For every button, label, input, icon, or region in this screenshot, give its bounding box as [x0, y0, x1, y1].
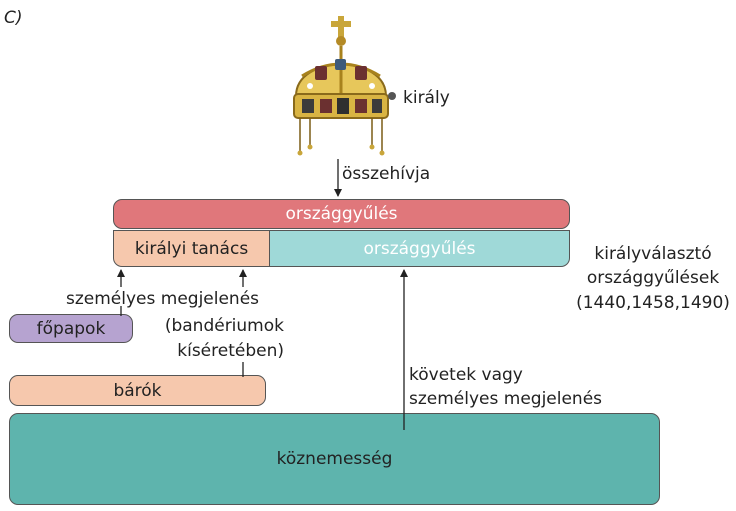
- prelates-label: főpapok: [36, 318, 106, 339]
- king-label: király: [403, 88, 450, 108]
- parliament-header-box: országgyűlés: [113, 199, 570, 229]
- electoral-parliaments-line2: országgyűlések: [586, 268, 720, 288]
- lesser-nobility-label: köznemesség: [276, 449, 393, 469]
- envoys-line1: követek vagy: [409, 365, 523, 385]
- prelates-box: főpapok: [9, 314, 133, 343]
- banderium-line1: (bandériumok: [164, 316, 284, 336]
- banderium-line2: kíséretében): [177, 341, 284, 361]
- royal-council-box: királyi tanács: [113, 230, 270, 267]
- holy-crown-icon: [293, 16, 396, 156]
- envoys-line2: személyes megjelenés: [409, 389, 603, 409]
- royal-council-label: királyi tanács: [134, 238, 249, 259]
- barons-label: bárók: [113, 380, 162, 401]
- barons-box: bárók: [9, 375, 266, 406]
- lesser-nobility-box: köznemesség: [9, 413, 660, 505]
- summons-label: összehívja: [342, 164, 431, 184]
- parliament-header-label: országgyűlés: [285, 204, 398, 224]
- parliament-inner-label: országgyűlés: [363, 238, 476, 259]
- figure-label: C): [4, 8, 23, 28]
- electoral-parliaments-line1: királyválasztó: [594, 244, 712, 264]
- parliament-inner-box: országgyűlés: [269, 230, 570, 267]
- personal-appearance-label: személyes megjelenés: [66, 289, 260, 309]
- electoral-parliaments-line3: (1440,1458,1490): [576, 293, 730, 313]
